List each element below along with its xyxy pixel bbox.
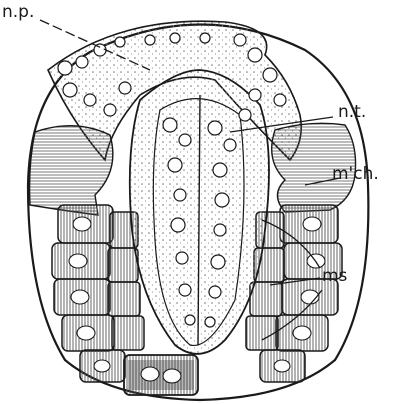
mesenchyme-left — [30, 126, 113, 215]
label-neural-plate: n.p. — [2, 4, 34, 21]
label-neural-tube: n.t. — [338, 104, 366, 121]
label-mesoderm-somites: ms — [322, 268, 347, 285]
label-mesenchyme: m'ch. — [332, 166, 379, 183]
